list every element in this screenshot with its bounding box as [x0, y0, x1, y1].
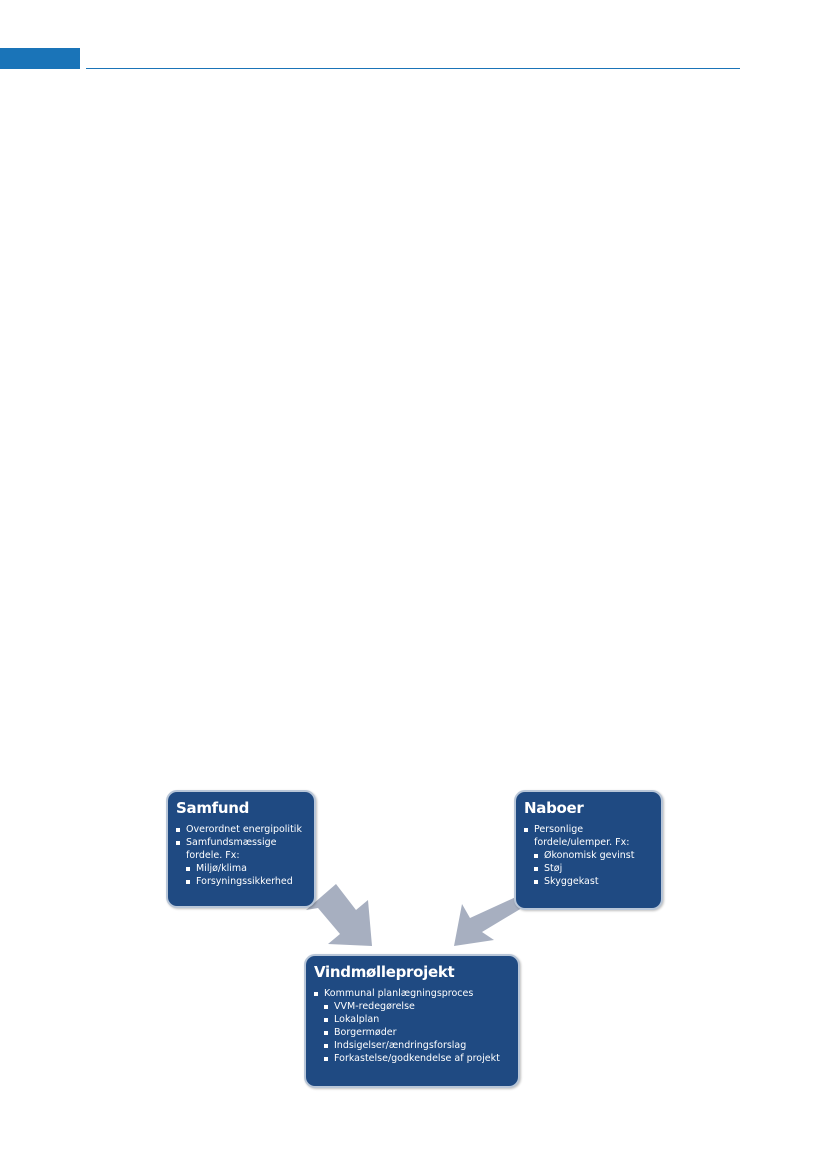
vindmolleprojekt-title: Vindmølleprojekt [314, 963, 455, 981]
list-item: Forsyningssikkerhed [186, 875, 306, 888]
list-item: VVM-redegørelse [324, 1000, 510, 1013]
list-item: Overordnet energipolitik [176, 823, 306, 836]
naboer-list: Personlige fordele/ulemper. Fx: Økonomis… [524, 823, 653, 888]
vindmolleprojekt-list: Kommunal planlægningsproces VVM-redegøre… [314, 987, 510, 1065]
arrow-samfund-to-projekt [306, 884, 372, 946]
list-item: Borgermøder [324, 1026, 510, 1039]
naboer-box: Naboer Personlige fordele/ulemper. Fx: Ø… [514, 790, 663, 910]
list-item: Økonomisk gevinst [534, 849, 653, 862]
list-item: Skyggekast [534, 875, 653, 888]
header-rule [86, 68, 740, 69]
samfund-title: Samfund [176, 799, 250, 817]
list-item: Støj [534, 862, 653, 875]
samfund-box: Samfund Overordnet energipolitik Samfund… [166, 790, 316, 908]
list-item: Personlige fordele/ulemper. Fx: [524, 823, 653, 849]
list-item: Samfundsmæssige fordele. Fx: [176, 836, 306, 862]
list-item: Forkastelse/godkendelse af projekt [324, 1052, 510, 1065]
samfund-list: Overordnet energipolitik Samfundsmæssige… [176, 823, 306, 888]
naboer-title: Naboer [524, 799, 584, 817]
arrow-naboer-to-projekt [454, 896, 522, 946]
list-item: Indsigelser/ændringsforslag [324, 1039, 510, 1052]
list-item: Miljø/klima [186, 862, 306, 875]
list-item: Kommunal planlægningsproces [314, 987, 510, 1000]
vindmolleprojekt-box: Vindmølleprojekt Kommunal planlægningspr… [304, 954, 520, 1088]
header-accent-tab [0, 48, 80, 69]
list-item: Lokalplan [324, 1013, 510, 1026]
